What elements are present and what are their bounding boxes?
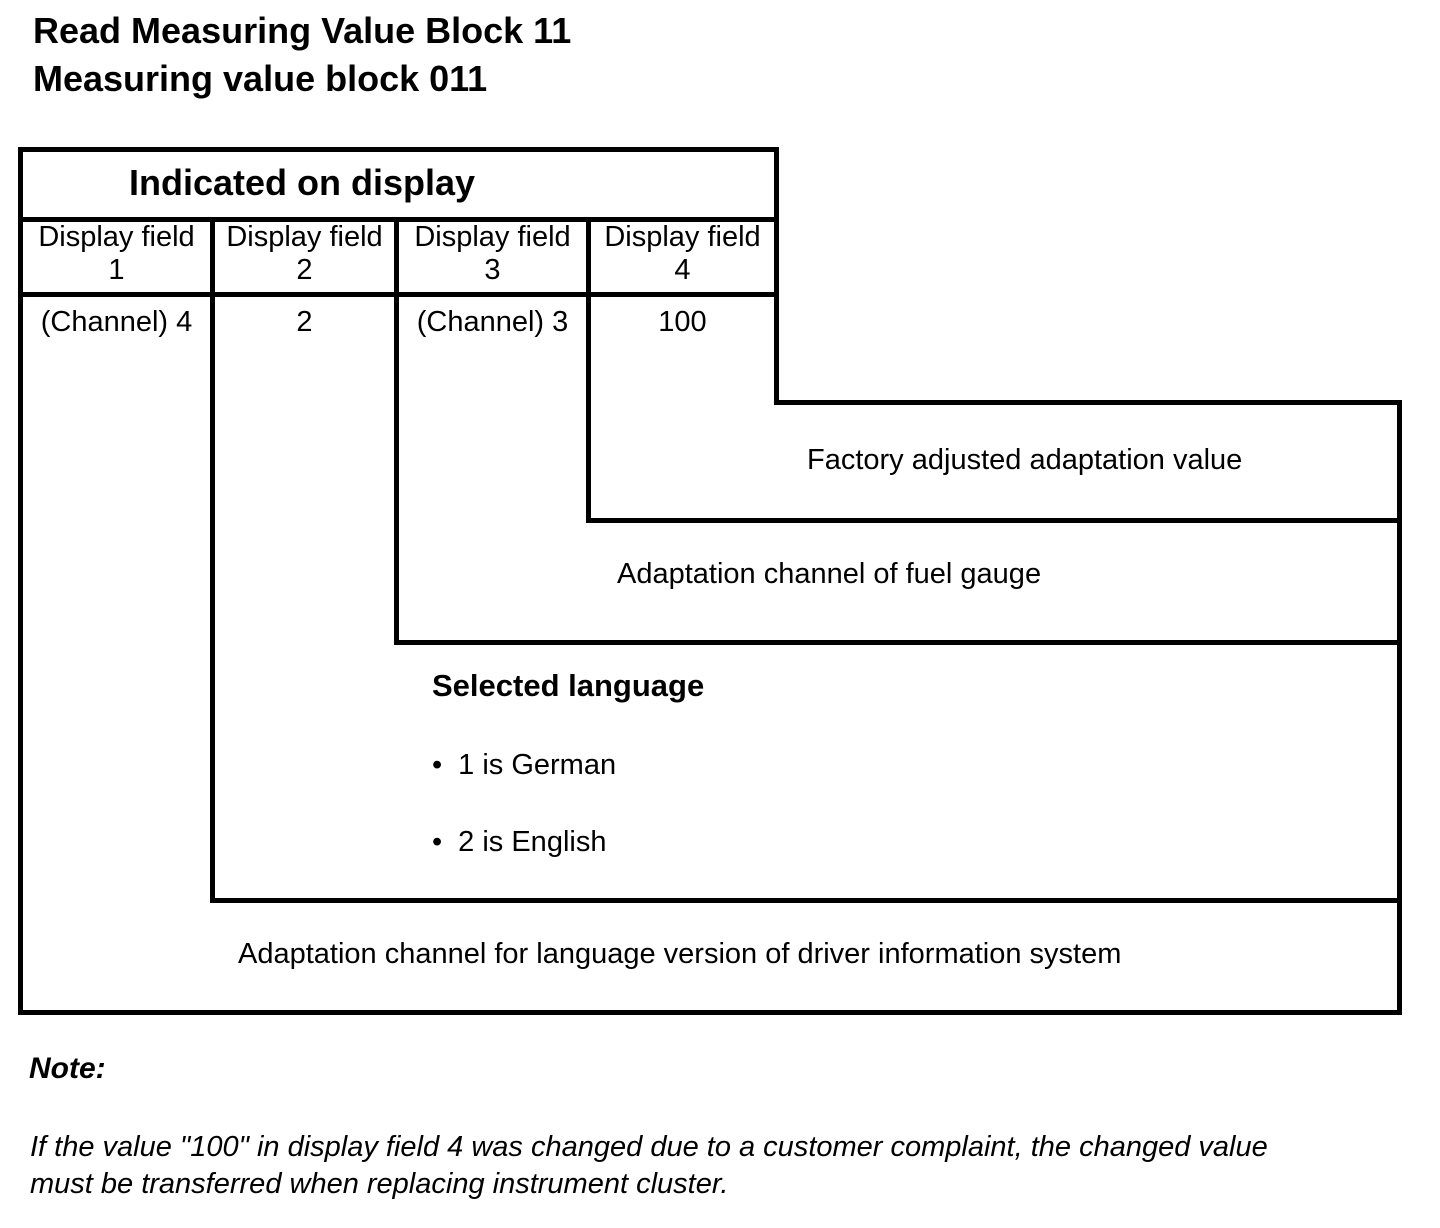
- callout-step-field1-line: [210, 898, 1402, 903]
- callout-field1-label: Adaptation channel for language version …: [238, 938, 1122, 970]
- callout-field4-label: Factory adjusted adaptation value: [807, 444, 1243, 476]
- column-header-2-label: Display field: [226, 221, 383, 253]
- column-header-4-number: 4: [674, 254, 691, 286]
- callout-field3-label: Adaptation channel of fuel gauge: [617, 558, 1042, 590]
- page-title-line-2: Measuring value block 011: [33, 58, 488, 99]
- callout-step-field3-line: [586, 518, 1402, 523]
- note-heading: Note:: [29, 1052, 106, 1085]
- language-option-2: • 2 is English: [432, 826, 606, 858]
- column-header-3-number: 3: [484, 254, 501, 286]
- table-merged-header: Indicated on display: [128, 162, 476, 203]
- callout-field2-heading: Selected language: [432, 668, 705, 703]
- column-header-3-label: Display field: [414, 221, 571, 253]
- column-header-4-label: Display field: [604, 221, 761, 253]
- language-option-1: • 1 is German: [432, 749, 616, 781]
- data-cell-field-2: 2: [296, 306, 313, 338]
- bullet-icon: •: [432, 826, 443, 858]
- column-header-2: Display field 2: [215, 221, 394, 287]
- data-cell-field-4: 100: [658, 306, 707, 338]
- diagram-right-border: [1397, 400, 1402, 1015]
- column-header-1-number: 1: [108, 254, 125, 286]
- diagram-left-border: [18, 147, 23, 1015]
- column-divider-3-4: [586, 217, 591, 523]
- note-text-line-2: must be transferred when replacing instr…: [30, 1168, 729, 1200]
- column-divider-1-2: [210, 217, 215, 903]
- column-header-4: Display field 4: [591, 221, 774, 287]
- table-top-border: [18, 147, 779, 152]
- data-cell-field-3: (Channel) 3: [416, 306, 569, 338]
- column-header-3: Display field 3: [399, 221, 586, 287]
- bullet-icon: •: [432, 749, 443, 781]
- data-cell-field-1: (Channel) 4: [40, 306, 193, 338]
- language-option-1-text: 1 is German: [458, 749, 617, 781]
- column-header-2-number: 2: [296, 254, 313, 286]
- diagram-bottom-border: [18, 1010, 1402, 1015]
- callout-step-field2-line: [394, 640, 1402, 645]
- column-header-1: Display field 1: [23, 221, 210, 287]
- table-right-border: [774, 147, 779, 405]
- language-option-2-text: 2 is English: [458, 826, 607, 858]
- column-header-1-label: Display field: [38, 221, 195, 253]
- callout-step-field4-line: [774, 400, 1402, 405]
- note-text-line-1: If the value "100" in display field 4 wa…: [30, 1131, 1268, 1163]
- column-divider-2-3: [394, 217, 399, 645]
- page-title-line-1: Read Measuring Value Block 11: [33, 10, 572, 51]
